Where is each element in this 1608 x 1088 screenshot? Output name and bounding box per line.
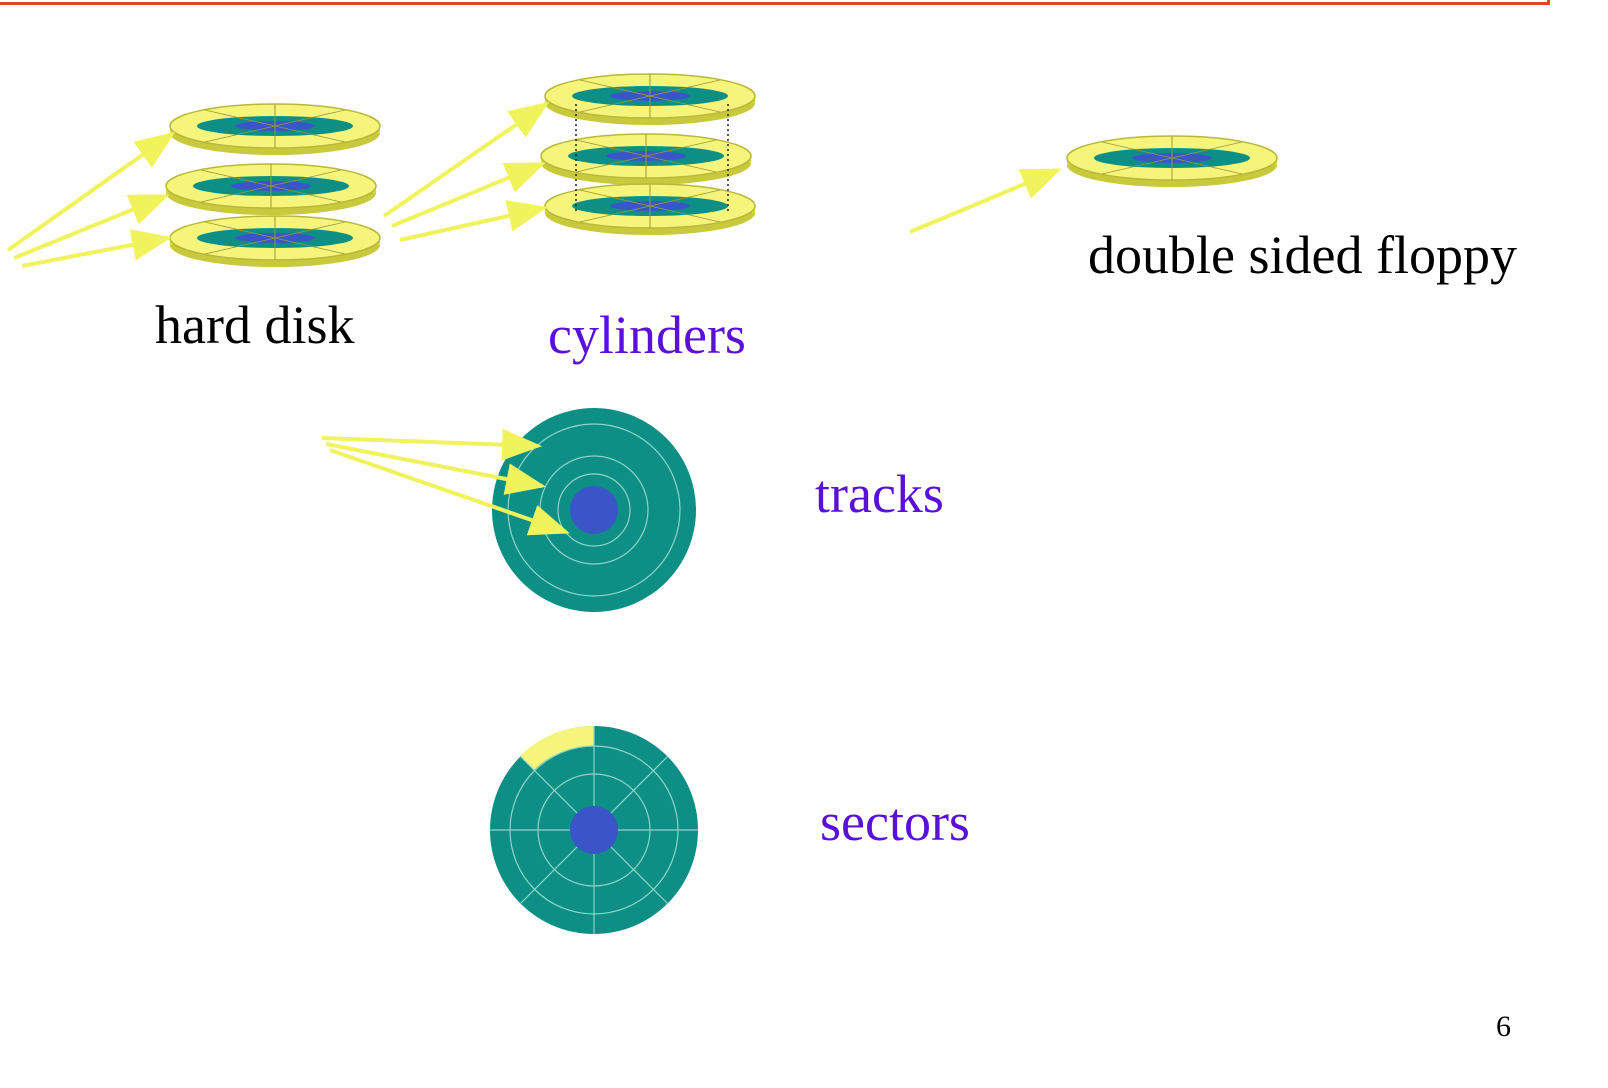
page-number: 6	[1496, 1010, 1511, 1043]
tracks-arrows	[321, 428, 570, 536]
hub	[570, 486, 618, 534]
arrow	[13, 194, 170, 260]
arrow	[399, 200, 548, 242]
hard-disk-platter	[169, 103, 381, 156]
sectors-label: sectors	[820, 792, 970, 852]
floppy-arrow	[909, 168, 1062, 234]
cylinder-platter	[544, 73, 756, 126]
arrow	[321, 428, 542, 461]
hub	[570, 806, 618, 854]
floppy-disk	[1066, 135, 1278, 188]
tracks-disk	[492, 408, 696, 612]
tracks-label: tracks	[815, 464, 944, 524]
floppy-label: double sided floppy	[1088, 225, 1517, 285]
cylinders-label: cylinders	[548, 305, 746, 365]
cylinders-arrows	[382, 101, 550, 242]
slide-top-frame	[0, 0, 1550, 5]
arrow	[21, 229, 172, 268]
hard-disk-platter	[165, 163, 377, 216]
highlighted-sector	[520, 725, 594, 770]
hard-disk-platter	[169, 215, 381, 268]
arrow	[382, 101, 550, 218]
hard-disk-label: hard disk	[155, 295, 355, 355]
hard-disk-arrows	[6, 131, 176, 268]
arrow	[391, 162, 546, 228]
arrow	[325, 442, 546, 495]
sectors-disk	[490, 725, 698, 934]
cylinder-platter	[540, 133, 752, 186]
arrow	[6, 131, 176, 252]
hard-disk-stack	[165, 103, 381, 268]
cylinders-stack	[540, 73, 756, 236]
arrow	[329, 448, 570, 536]
floppy-platter	[1066, 135, 1278, 188]
